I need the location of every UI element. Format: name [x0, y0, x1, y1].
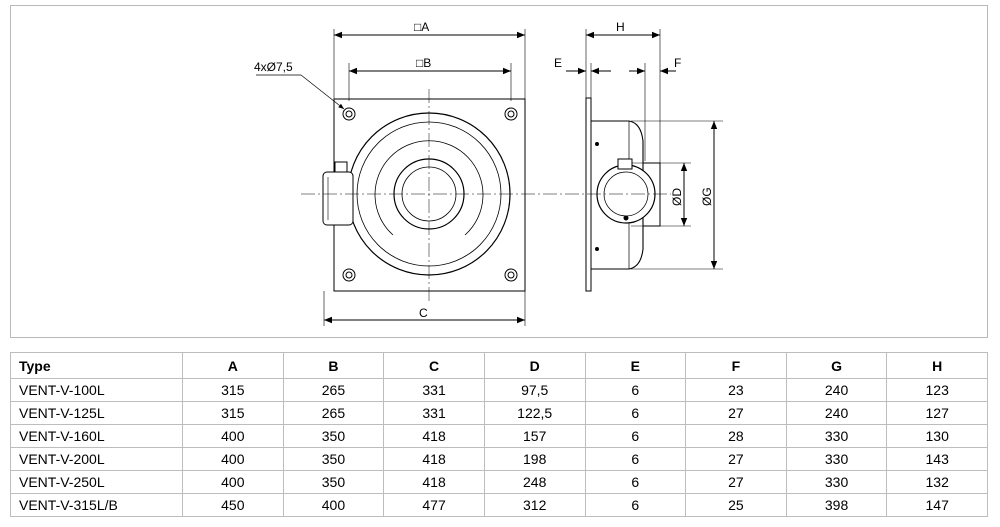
value-cell: 418 [383, 447, 485, 471]
type-cell: VENT-V-200L [10, 447, 183, 471]
value-cell: 350 [282, 447, 385, 471]
value-cell: 331 [383, 378, 485, 402]
value-cell: 157 [483, 424, 586, 448]
value-cell: 240 [785, 401, 888, 425]
drawing-svg: 4xØ7,5 □A □B C E F H ØD ØG [254, 20, 723, 326]
value-cell: 6 [584, 424, 687, 448]
value-cell: 265 [282, 401, 385, 425]
side-view [566, 29, 723, 292]
col-f: F [685, 352, 787, 379]
technical-drawing: 4xØ7,5 □A □B C E F H ØD ØG [10, 5, 988, 338]
value-cell: 331 [383, 401, 485, 425]
value-cell: 418 [383, 424, 485, 448]
value-cell: 97,5 [483, 378, 586, 402]
value-cell: 27 [685, 401, 787, 425]
type-cell: VENT-V-160L [10, 424, 183, 448]
front-view [256, 29, 526, 326]
value-cell: 400 [182, 424, 284, 448]
dim-b-label: □B [416, 56, 431, 70]
dim-f-label: F [674, 56, 681, 70]
value-cell: 6 [584, 470, 687, 494]
value-cell: 350 [282, 470, 385, 494]
value-cell: 330 [785, 470, 888, 494]
plate-side [585, 97, 592, 292]
mount-holes [342, 107, 518, 282]
value-cell: 23 [685, 378, 787, 402]
value-cell: 315 [182, 378, 284, 402]
value-cell: 27 [685, 470, 787, 494]
value-cell: 143 [886, 447, 988, 471]
value-cell: 198 [483, 447, 586, 471]
value-cell: 330 [785, 424, 888, 448]
col-b: B [282, 352, 385, 379]
value-cell: 477 [383, 493, 485, 517]
col-type: Type [10, 352, 183, 379]
type-cell: VENT-V-100L [10, 378, 183, 402]
col-g: G [785, 352, 888, 379]
type-cell: VENT-V-250L [10, 470, 183, 494]
value-cell: 6 [584, 378, 687, 402]
dim-d-label: ØD [670, 188, 684, 206]
value-cell: 122,5 [483, 401, 586, 425]
value-cell: 132 [886, 470, 988, 494]
col-c: C [383, 352, 485, 379]
value-cell: 127 [886, 401, 988, 425]
value-cell: 6 [584, 447, 687, 471]
value-cell: 350 [282, 424, 385, 448]
value-cell: 315 [182, 401, 284, 425]
value-cell: 6 [584, 401, 687, 425]
holes-label: 4xØ7,5 [254, 60, 293, 74]
value-cell: 27 [685, 447, 787, 471]
value-cell: 130 [886, 424, 988, 448]
value-cell: 25 [685, 493, 787, 517]
value-cell: 450 [182, 493, 284, 517]
dim-c-label: C [419, 306, 428, 320]
value-cell: 398 [785, 493, 888, 517]
value-cell: 28 [685, 424, 787, 448]
value-cell: 400 [282, 493, 385, 517]
value-cell: 123 [886, 378, 988, 402]
dim-h-label: H [616, 20, 625, 34]
value-cell: 312 [483, 493, 586, 517]
type-cell: VENT-V-125L [10, 401, 183, 425]
value-cell: 330 [785, 447, 888, 471]
mounting-plate [333, 98, 526, 292]
value-cell: 240 [785, 378, 888, 402]
value-cell: 265 [282, 378, 385, 402]
value-cell: 248 [483, 470, 586, 494]
value-cell: 418 [383, 470, 485, 494]
dim-g-label: ØG [700, 187, 714, 206]
value-cell: 400 [182, 470, 284, 494]
col-h: H [886, 352, 988, 379]
value-cell: 147 [886, 493, 988, 517]
col-d: D [483, 352, 586, 379]
terminal-box [322, 171, 354, 226]
col-e: E [584, 352, 687, 379]
value-cell: 6 [584, 493, 687, 517]
col-a: A [182, 352, 284, 379]
dim-a-label: □A [414, 20, 429, 34]
table-header-row: Type A B C D E F G H [10, 352, 988, 379]
dim-e-label: E [554, 56, 562, 70]
type-cell: VENT-V-315L/B [10, 493, 183, 517]
value-cell: 400 [182, 447, 284, 471]
